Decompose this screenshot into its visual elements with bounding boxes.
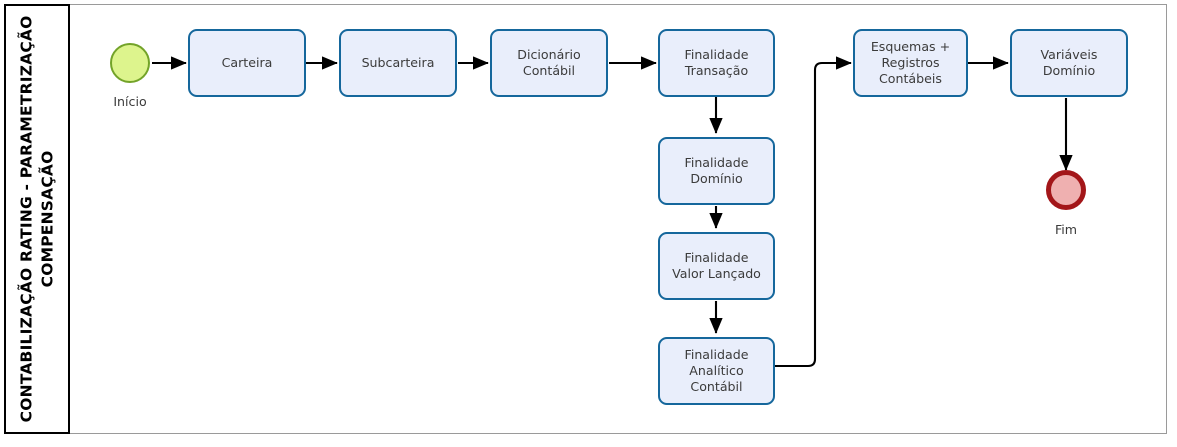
lane-title-line-1: CONTABILIZAÇÃO RATING - PARAMETRIZAÇÃO	[17, 15, 36, 423]
task-finalidade-analitico-contabil[interactable]: Finalidade Analítico Contábil	[658, 337, 775, 405]
end-event-label: Fim	[1054, 222, 1078, 237]
end-event[interactable]	[1046, 170, 1086, 210]
task-subcarteira[interactable]: Subcarteira	[339, 29, 457, 97]
task-dicionario-contabil[interactable]: Dicionário Contábil	[490, 29, 608, 97]
start-event[interactable]	[110, 43, 150, 83]
task-variaveis-dominio[interactable]: Variáveis Domínio	[1010, 29, 1128, 97]
task-carteira[interactable]: Carteira	[188, 29, 306, 97]
task-finalidade-dominio[interactable]: Finalidade Domínio	[658, 137, 775, 205]
lane-title-line-2: COMPENSAÇÃO	[38, 150, 57, 288]
task-esquemas-registros-contabeis[interactable]: Esquemas + Registros Contábeis	[853, 29, 968, 97]
lane-title: CONTABILIZAÇÃO RATING - PARAMETRIZAÇÃO C…	[16, 16, 58, 423]
task-finalidade-valor-lancado[interactable]: Finalidade Valor Lançado	[658, 232, 775, 300]
lane-header: CONTABILIZAÇÃO RATING - PARAMETRIZAÇÃO C…	[4, 4, 70, 434]
start-event-label: Início	[113, 94, 147, 109]
task-finalidade-transacao[interactable]: Finalidade Transação	[658, 29, 775, 97]
